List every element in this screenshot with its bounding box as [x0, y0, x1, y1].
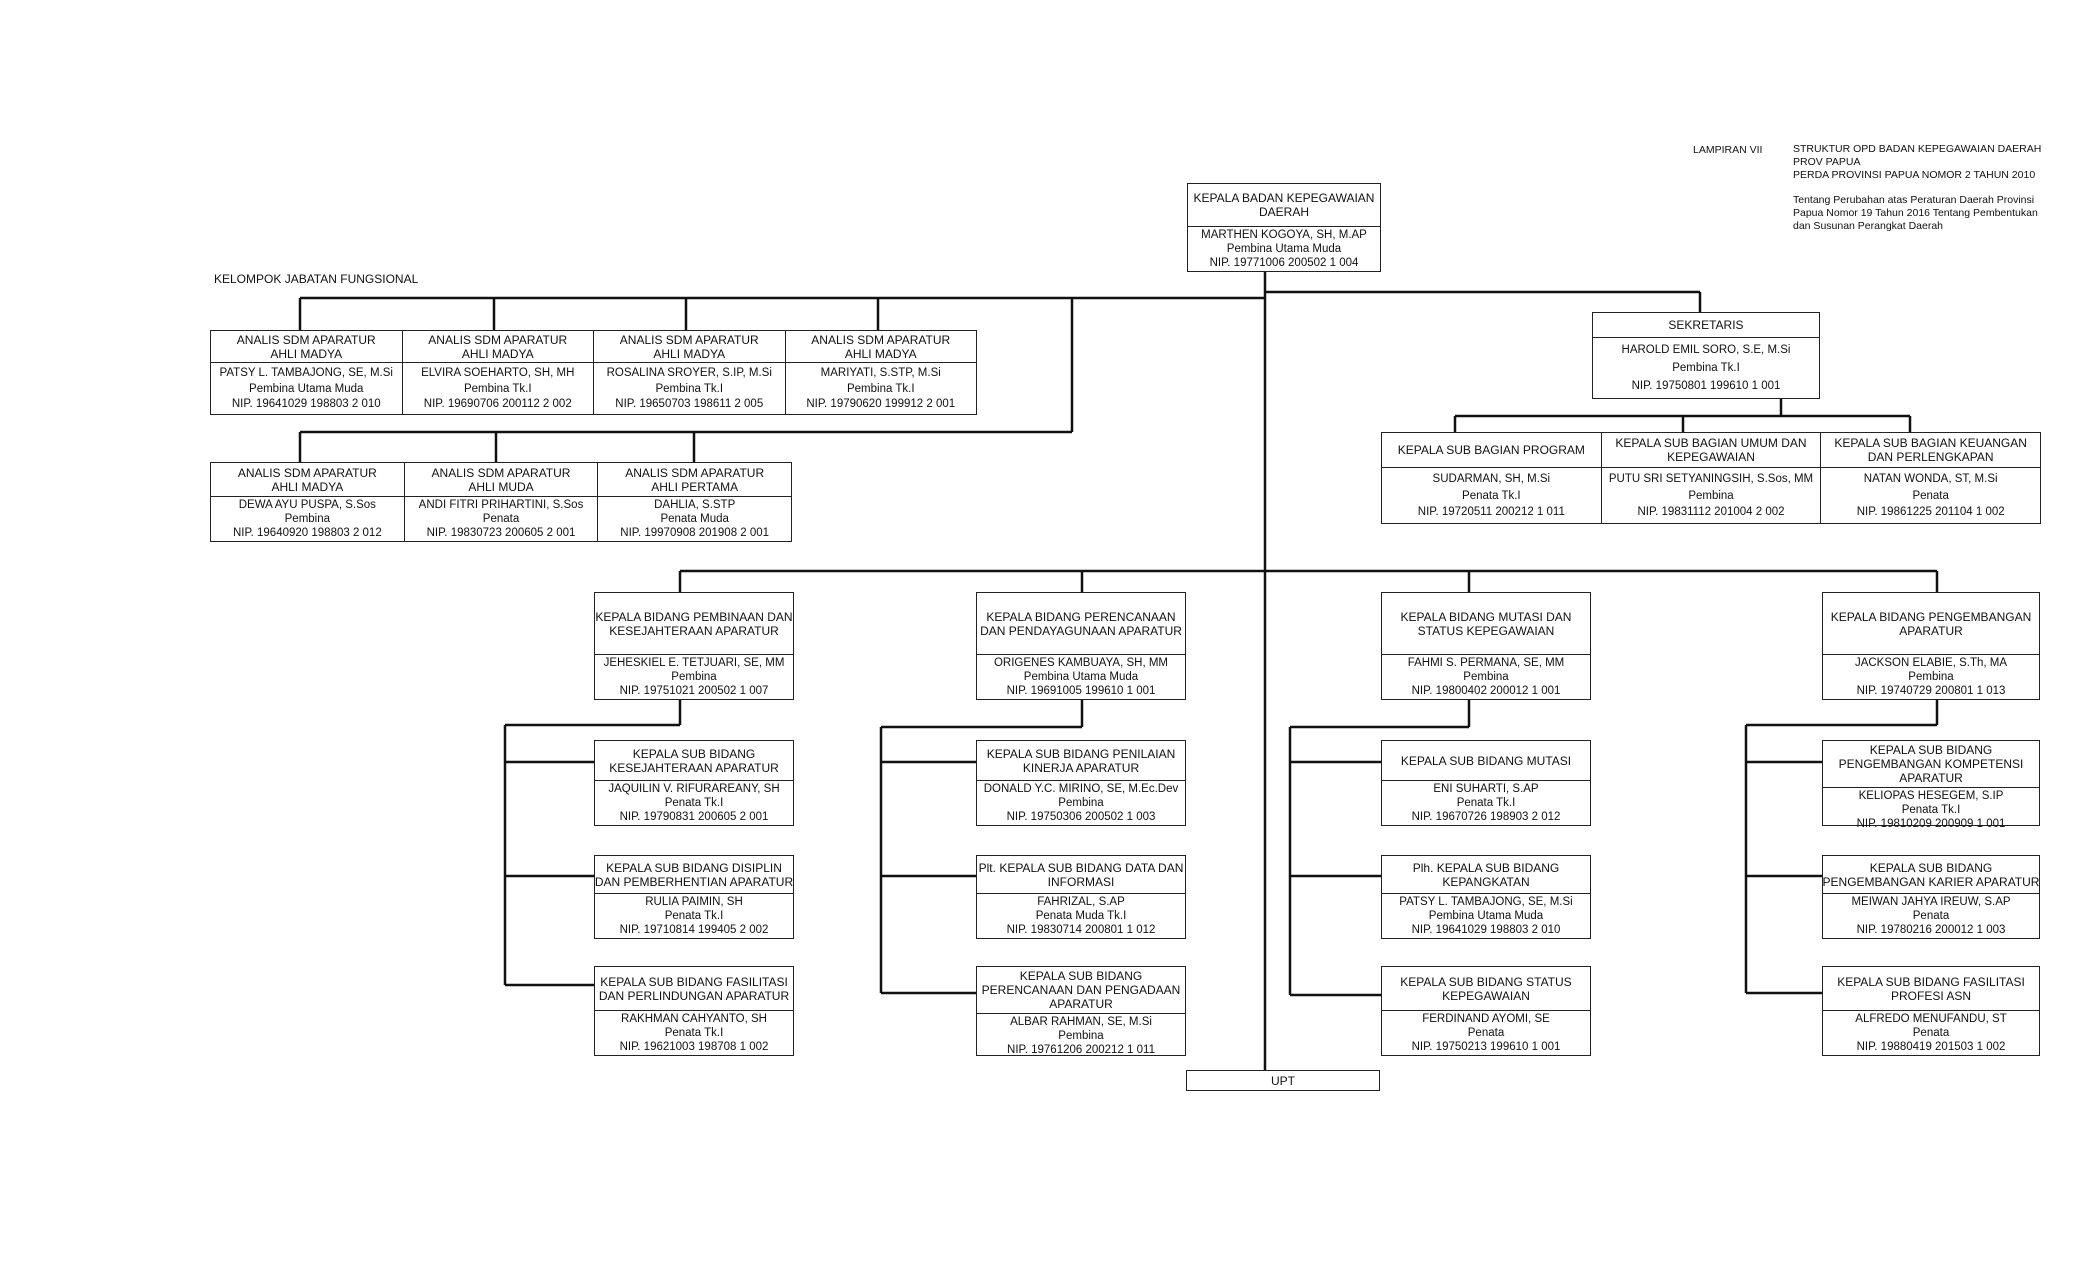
- fungsional-group-label: KELOMPOK JABATAN FUNGSIONAL: [214, 272, 419, 286]
- header-struktur: STRUKTUR OPD BADAN KEPEGAWAIAN DAERAH PR…: [1793, 143, 2042, 181]
- bidang-3-sub-1: KEPALA SUB BIDANG MUTASI ENI SUHARTI, S.…: [1381, 740, 1591, 826]
- sekretaris-title: SEKRETARIS: [1593, 313, 1819, 338]
- header-tentang: Tentang Perubahan atas Peraturan Daerah …: [1793, 194, 2038, 232]
- sekretaris-box: SEKRETARIS HAROLD EMIL SORO, S.E, M.Si P…: [1592, 312, 1820, 399]
- subbagian-program: KEPALA SUB BAGIAN PROGRAM SUDARMAN, SH, …: [1382, 433, 1602, 523]
- kepala-rank: Pembina Utama Muda: [1226, 243, 1342, 255]
- lampiran-label: LAMPIRAN VII: [1693, 144, 1763, 156]
- kepala-name: MARTHEN KOGOYA, SH, M.AP: [1201, 229, 1367, 241]
- sekretaris-name: HAROLD EMIL SORO, S.E, M.Si: [1621, 344, 1791, 356]
- kepala-nip: NIP. 19771006 200502 1 004: [1209, 257, 1359, 269]
- sekretaris-rank: Pembina Tk.I: [1672, 362, 1740, 374]
- subbagian-group: KEPALA SUB BAGIAN PROGRAM SUDARMAN, SH, …: [1381, 432, 2041, 524]
- sekretaris-nip: NIP. 19750801 199610 1 001: [1631, 380, 1781, 392]
- upt-box: UPT: [1186, 1070, 1380, 1091]
